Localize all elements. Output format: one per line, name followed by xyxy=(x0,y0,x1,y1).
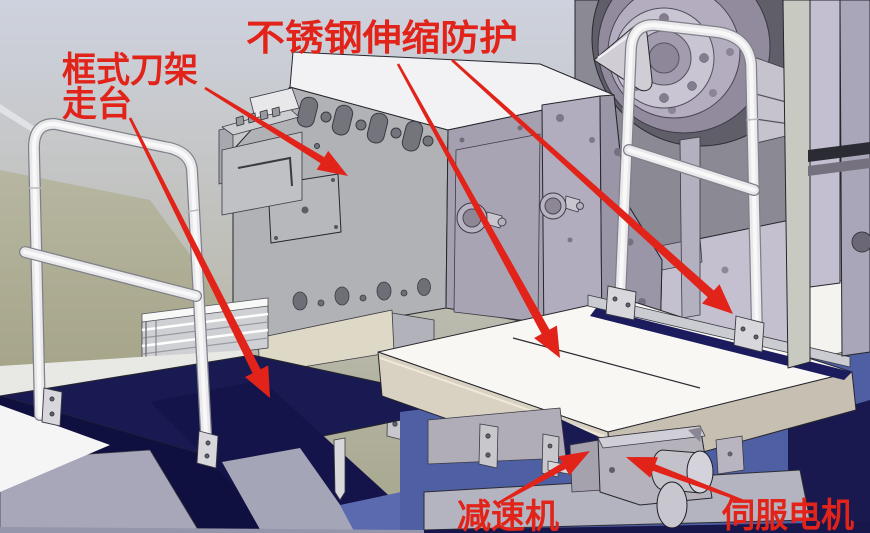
stainless-telescopic-guard-label: 不锈钢伸缩防护 xyxy=(246,18,518,59)
handrail-mounts xyxy=(41,285,765,469)
left-handrail xyxy=(19,118,213,458)
guard-rail-strip xyxy=(590,308,852,380)
flange-bolt-hole xyxy=(726,48,734,56)
top-slot-row xyxy=(296,96,434,152)
servo-motor-arrow xyxy=(626,457,747,504)
frame-tool-post-arrow xyxy=(204,86,348,176)
gear-reducer-arrow xyxy=(496,451,590,506)
walkway-arrow xyxy=(128,117,270,399)
walkway-label: 走台 xyxy=(62,85,132,125)
stainless-telescopic-guard-arrow xyxy=(396,63,560,359)
right-columns xyxy=(782,0,870,369)
handwheel-knob xyxy=(539,192,584,220)
motor-end-cap xyxy=(656,481,688,529)
servo-motor-label: 伺服电机 xyxy=(721,496,854,533)
gear-reducer-label: 减速机 xyxy=(457,497,559,533)
stainless-telescopic-guard-arrow xyxy=(451,59,733,314)
right-handrail xyxy=(614,19,763,338)
floor-bands xyxy=(0,469,870,533)
flange-bolt-hole xyxy=(709,89,717,97)
frame-tool-post-label: 框式刀架 xyxy=(62,51,198,91)
